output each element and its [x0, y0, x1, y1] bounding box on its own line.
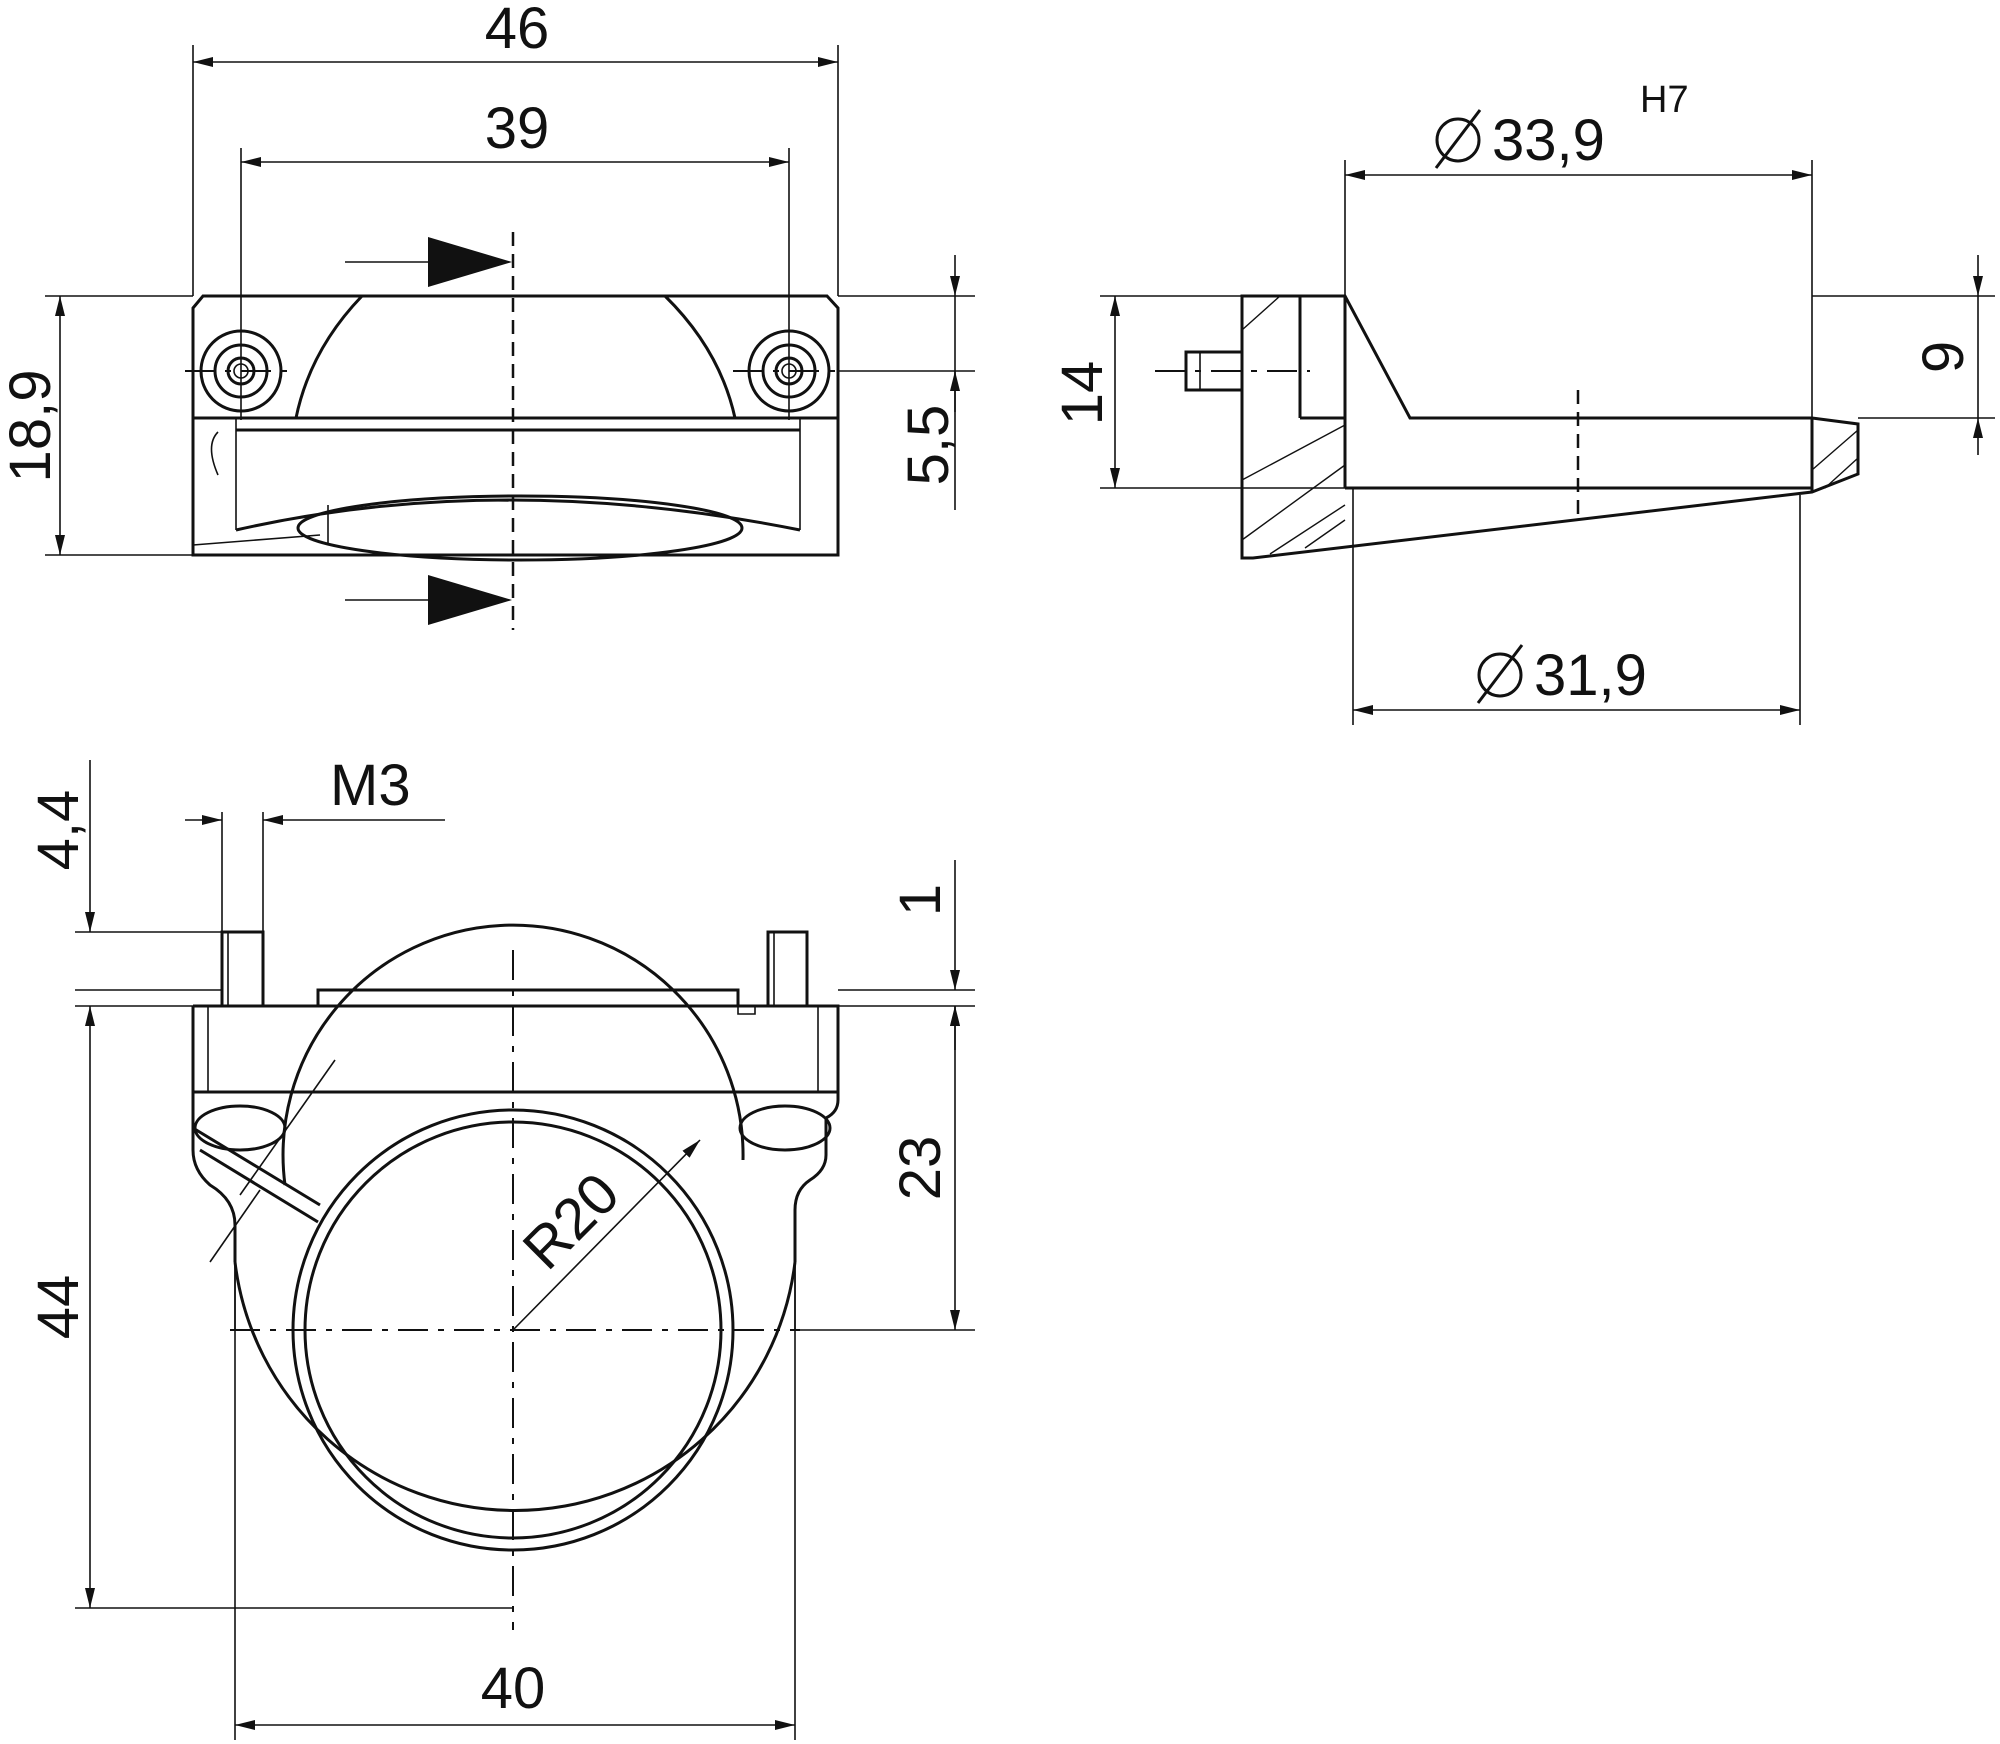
- thread-m3-label: M3: [330, 753, 411, 818]
- diameter-icon: [1476, 644, 1524, 704]
- dim-14-label: 14: [1050, 361, 1115, 426]
- front-view: R20 M3 4,4 1 44 23 40: [26, 753, 975, 1740]
- dim-31-9-label: 31,9: [1534, 643, 1647, 708]
- tolerance-h7-label: H7: [1640, 79, 1689, 121]
- dim-5-5-label: 5,5: [896, 405, 961, 486]
- dim-9-label: 9: [1911, 341, 1976, 373]
- section-hatching: [1241, 295, 1859, 555]
- dim-33-9-label: 33,9: [1492, 108, 1605, 173]
- section-arrow-bottom: [345, 575, 512, 625]
- dim-44-label: 44: [26, 1275, 91, 1340]
- dim-23-label: 23: [888, 1136, 953, 1201]
- radius-r20-label: R20: [511, 1161, 632, 1282]
- dim-39-label: 39: [485, 96, 550, 161]
- dim-46-label: 46: [485, 0, 550, 61]
- dim-40-label: 40: [481, 1656, 546, 1721]
- diameter-icon: [1434, 109, 1482, 169]
- top-view: 46 39 18,9 5,5: [0, 0, 975, 630]
- section-arrow-top: [345, 237, 512, 287]
- dim-4-4-label: 4,4: [26, 790, 91, 871]
- side-view: 33,9 H7 14 9 31,9: [1050, 79, 1995, 725]
- dim-1-label: 1: [888, 884, 953, 916]
- dim-18-9-label: 18,9: [0, 370, 63, 483]
